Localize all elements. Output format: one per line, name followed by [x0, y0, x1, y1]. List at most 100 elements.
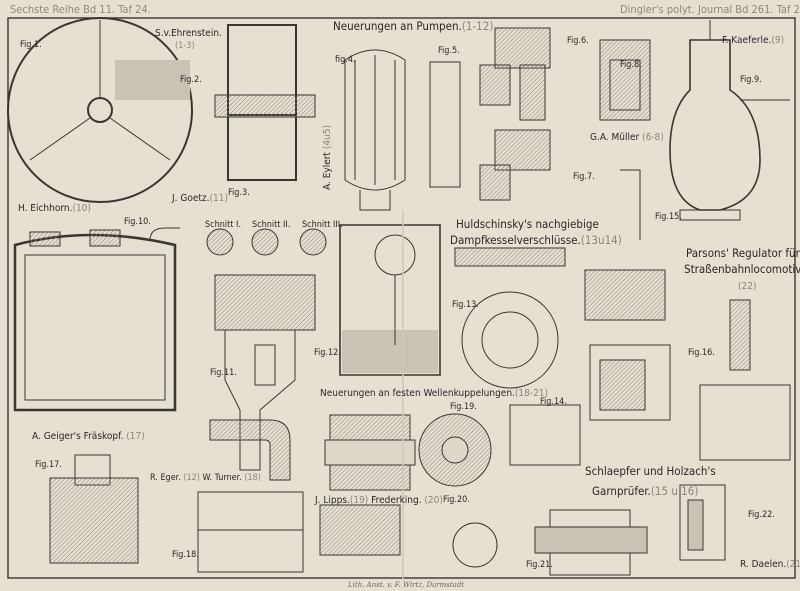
- fig7-label: Fig.7.: [573, 172, 595, 182]
- pumpen-name: Neuerungen an Pumpen.: [333, 19, 462, 33]
- geiger-ref: (17): [126, 431, 145, 442]
- kaeferle-ref: (9): [771, 35, 785, 46]
- ehrenstein-ref: (1-3): [175, 41, 195, 51]
- fig19-coupling-drawing: [319, 414, 416, 556]
- fig14-drawing: [509, 404, 581, 466]
- schlaepfer-line2: Garnprüfer.(15 u 16): [592, 484, 699, 498]
- kaeferle-label: F. Kaeferle.(9): [722, 35, 784, 46]
- daelen-label: R. Daelen.(21): [740, 559, 800, 570]
- fig18-drawing: [197, 491, 304, 573]
- fig14-label: Fig.14.: [540, 397, 567, 407]
- eger-turner-label: R. Eger. (12) W. Turner. (18): [150, 473, 261, 484]
- fig11-drawing: [214, 274, 316, 471]
- fig9-label: Fig.9.: [740, 75, 762, 85]
- eichhorn-label: H. Eichhorn.(10): [18, 203, 91, 214]
- fig1-drum-drawing: [7, 17, 193, 203]
- parsons-ref: (22): [738, 281, 757, 292]
- lipps-frederking-label: J. Lipps.(19) Frederking. (20): [315, 495, 443, 506]
- fig12-pipe-drawing: [209, 419, 291, 481]
- fig6-label: Fig.6.: [567, 36, 589, 46]
- parsons-line1: Parsons' Regulator für: [686, 246, 800, 260]
- goetz-name: J. Goetz.: [172, 193, 210, 204]
- fig10-tank-drawing: [13, 227, 180, 412]
- fig8-valve-drawing: [599, 39, 651, 121]
- fig5-label: Fig.5.: [438, 46, 460, 56]
- fig4-label: fig.4.: [335, 55, 356, 65]
- huldschinsky-line1: Huldschinsky's nachgiebige: [456, 217, 599, 231]
- wellen-name: Neuerungen an festen Wellenkuppelungen.: [320, 388, 515, 399]
- fig4-pump-drawing: [344, 49, 406, 211]
- fig15-label: Fig.15.: [655, 212, 682, 222]
- daelen-ref: (21): [786, 559, 800, 570]
- fig6-valve-drawing: [479, 27, 551, 121]
- schnitt-1-label: Schnitt I.: [205, 220, 241, 230]
- kaeferle-name: F. Kaeferle.: [722, 35, 772, 46]
- schlaepfer-name: Garnprüfer.: [592, 484, 651, 498]
- fig7-valve-drawing: [479, 129, 551, 201]
- fig21-label: Fig.21.: [526, 560, 553, 570]
- fig13-drawing: [454, 247, 566, 389]
- eylert-ref: (4u5): [322, 125, 333, 150]
- fig20-drawing: [418, 413, 498, 568]
- fig3-label: Fig.3.: [228, 188, 250, 198]
- fig12-drawing: [339, 224, 441, 376]
- huldschinsky-name: Dampfkesselverschlüsse.: [450, 233, 581, 247]
- schnitt-1-section: [206, 228, 234, 256]
- lipps-ref: (19): [349, 495, 369, 506]
- fig11-label: Fig.11.: [210, 368, 237, 378]
- schlaepfer-ref: (15 u 16): [650, 484, 699, 498]
- fig15-drawing: [584, 169, 666, 321]
- frederking-ref: (20): [424, 495, 443, 506]
- frederking-name: Frederking.: [371, 495, 422, 506]
- fig19-label: Fig.19.: [450, 402, 477, 412]
- fig22-drawing: [679, 299, 791, 561]
- lipps-name: J. Lipps.: [315, 495, 350, 506]
- fig13-label: Fig.13.: [452, 300, 479, 310]
- fig21-drawing: [534, 509, 648, 576]
- wellen-title: Neuerungen an festen Wellenkuppelungen.(…: [320, 388, 548, 399]
- fig17-drawing: [49, 454, 139, 564]
- geiger-label: A. Geiger's Fräskopf. (17): [32, 431, 145, 442]
- eger-name: R. Eger.: [150, 473, 181, 483]
- schnitt-2-section: [251, 228, 279, 256]
- fig8-label: Fig.8.: [620, 60, 642, 70]
- fig5-pump-drawing: [429, 61, 461, 188]
- fig3-drawing: [227, 114, 297, 181]
- fig9-drawing: [669, 20, 790, 221]
- turner-ref: (18): [244, 473, 261, 483]
- mueller-name: G.A. Müller: [590, 132, 640, 143]
- fig1-label: Fig.1.: [20, 40, 42, 50]
- goetz-ref: (11): [209, 193, 228, 204]
- schnitt-3-section: [299, 228, 327, 256]
- turner-name: W. Turner.: [202, 473, 242, 483]
- fig16-label: Fig.16.: [688, 348, 715, 358]
- plate-frame: [7, 17, 796, 579]
- huldschinsky-line2: Dampfkesselverschlüsse.(13u14): [450, 233, 622, 247]
- eichhorn-ref: (10): [72, 203, 91, 214]
- fig12-label: Fig.12.: [314, 348, 341, 358]
- huldschinsky-ref: (13u14): [580, 233, 622, 247]
- eger-ref: (12): [183, 473, 200, 483]
- eichhorn-name: H. Eichhorn.: [18, 203, 73, 214]
- fig10-label: Fig.10.: [124, 217, 151, 227]
- lithographer-imprint: Lith. Anst. v. F. Wirtz, Darmstadt: [348, 581, 465, 589]
- fig18-label: Fig.18.: [172, 550, 199, 560]
- fig2-label: Fig.2.: [180, 75, 202, 85]
- fig22-label: Fig.22.: [748, 510, 775, 520]
- schlaepfer-line1: Schlaepfer und Holzach's: [585, 464, 716, 478]
- schnitt-2-label: Schnitt II.: [252, 220, 291, 230]
- header-left: Sechste Reihe Bd 11. Taf 24.: [10, 3, 151, 16]
- eylert-name: A. Eylert: [322, 152, 333, 190]
- parsons-line2: Straßenbahnlocomotiven.: [684, 262, 800, 276]
- geiger-name: A. Geiger's Fräskopf.: [32, 431, 124, 442]
- fig16-drawing: [589, 344, 671, 421]
- schnitt-3-label: Schnitt III.: [302, 220, 343, 230]
- wellen-ref: (18-21): [514, 388, 549, 399]
- header-right: Dingler's polyt. Journal Bd 261. Taf 24.: [620, 3, 800, 16]
- eylert-label: A. Eylert (4u5): [322, 125, 333, 190]
- pumpen-title: Neuerungen an Pumpen.(1-12): [333, 19, 494, 33]
- goetz-label: J. Goetz.(11): [172, 193, 228, 204]
- fig20-label: Fig.20.: [443, 495, 470, 505]
- pumpen-ref: (1-12): [461, 19, 494, 33]
